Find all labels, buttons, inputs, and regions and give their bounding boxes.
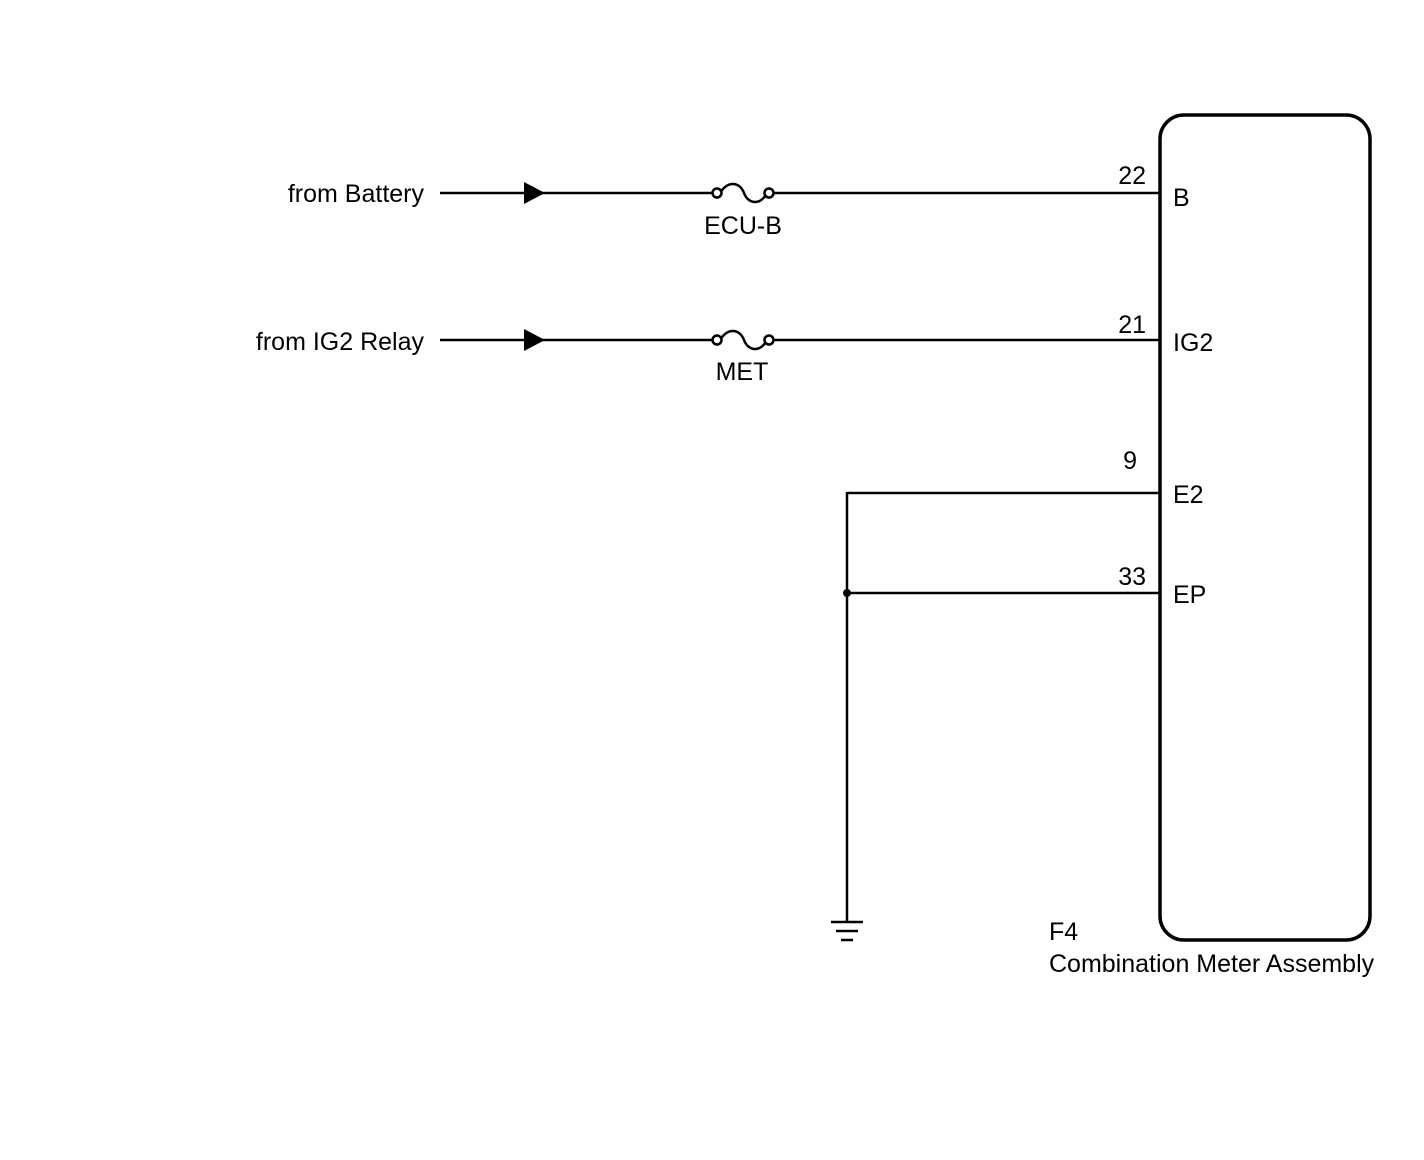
pin-number-22: 22 <box>1118 162 1146 190</box>
fuse-icon <box>711 329 775 351</box>
terminal-label-ep: EP <box>1173 581 1206 609</box>
arrow-icon <box>524 182 545 204</box>
ground-icon <box>831 920 863 942</box>
terminal-label-ig2: IG2 <box>1173 329 1213 357</box>
connector-label-f4: F4 <box>1049 918 1078 946</box>
junction-dot-icon <box>843 589 851 597</box>
fuse-icon <box>711 182 775 204</box>
component-name: Combination Meter Assembly <box>1049 950 1375 978</box>
terminal-label-e2: E2 <box>1173 481 1204 509</box>
source-label-ig2-relay: from IG2 Relay <box>256 328 425 356</box>
pin-number-21: 21 <box>1118 311 1146 339</box>
pin-number-9: 9 <box>1123 447 1137 475</box>
arrow-icon <box>524 329 545 351</box>
fuse-label-met: MET <box>716 358 769 386</box>
combination-meter-box <box>1158 113 1372 942</box>
terminal-label-b: B <box>1173 184 1190 212</box>
pin-number-33: 33 <box>1118 563 1146 591</box>
fuse-label-ecu-b: ECU-B <box>704 212 782 240</box>
source-label-battery: from Battery <box>288 180 425 208</box>
